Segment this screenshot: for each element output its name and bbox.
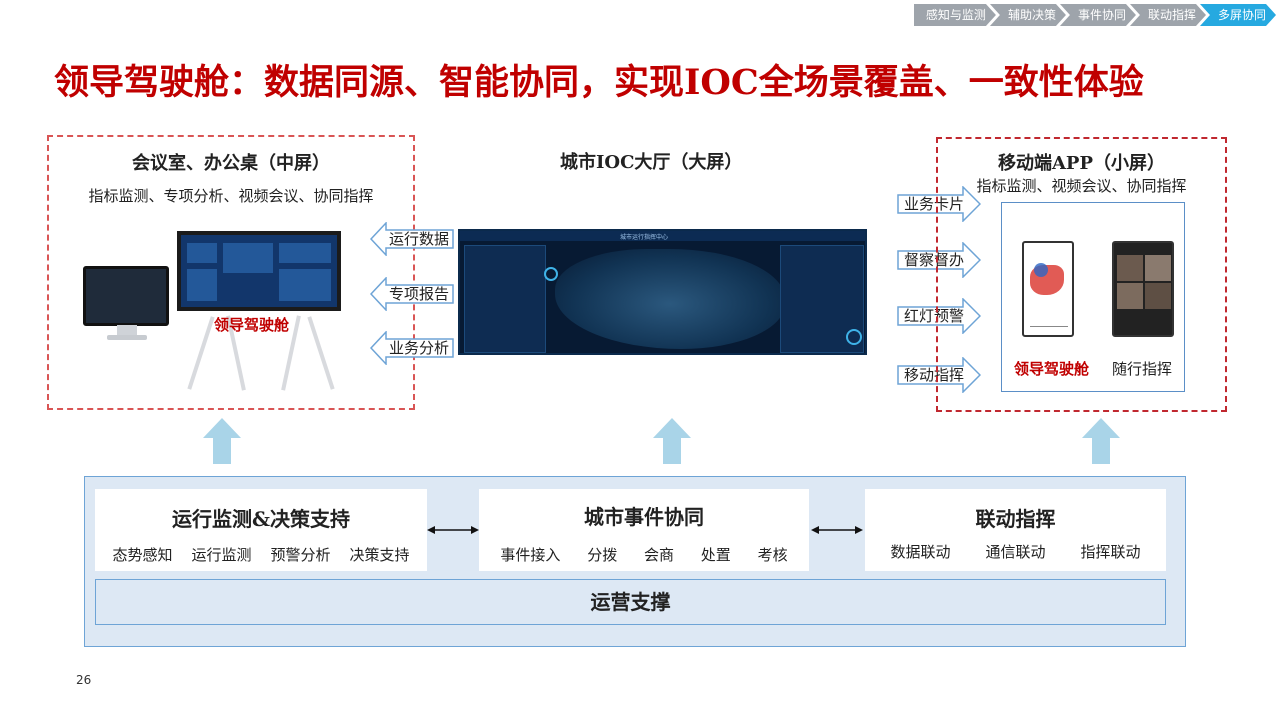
block-linked-command-items: 数据联动 通信联动 指挥联动 — [865, 541, 1166, 562]
panel-mobile-app-subtitle: 指标监测、视频会议、协同指挥 — [976, 177, 1187, 195]
panel-mobile-app: 移动端APP（小屏） 指标监测、视频会议、协同指挥 领导驾驶舱 随行指挥 — [936, 137, 1227, 412]
arrow-business-card: 业务卡片 — [897, 186, 981, 222]
block-event-collaboration-items: 事件接入 分拨 会商 处置 考核 — [479, 544, 809, 565]
item-warning-analysis: 预警分析 — [270, 546, 331, 564]
page-number: 26 — [76, 673, 92, 687]
item-assessment: 考核 — [757, 546, 788, 564]
page-title: 领导驾驶舱：数据同源、智能协同，实现IOC全场景覆盖、一致性体验 — [54, 62, 1144, 103]
phone-video-image — [1112, 241, 1174, 337]
block-monitoring-decision-title: 运行监测&决策支持 — [171, 507, 351, 531]
phone-dashboard-label: 领导驾驶舱 — [1014, 360, 1090, 378]
center-heading: 城市IOC大厅（大屏） — [560, 152, 743, 173]
ioc-map — [555, 249, 785, 349]
breadcrumb: 感知与监测 辅助决策 事件协同 联动指挥 多屏协同 — [920, 4, 1276, 26]
panel-mid-screen-heading: 会议室、办公桌（中屏） — [132, 153, 330, 174]
arrow-run-data-label: 运行数据 — [388, 230, 449, 248]
double-arrow-1 — [427, 526, 479, 534]
panel-mid-screen-subtitle: 指标监测、专项分析、视频会议、协同指挥 — [88, 187, 374, 205]
arrow-business-analysis-label: 业务分析 — [388, 339, 449, 357]
arrow-business-analysis: 业务分析 — [370, 331, 454, 365]
desktop-monitor-image — [83, 266, 169, 326]
block-event-collaboration: 城市事件协同 事件接入 分拨 会商 处置 考核 — [479, 489, 809, 571]
panel-mobile-app-heading: 移动端APP（小屏） — [997, 153, 1166, 174]
operation-support-bar: 运营支撑 — [95, 579, 1166, 625]
up-arrow-right — [1082, 418, 1120, 464]
item-dispatch: 分拨 — [587, 546, 618, 564]
item-consultation: 会商 — [643, 546, 674, 564]
item-command-linkage: 指挥联动 — [1080, 543, 1141, 561]
stand-leg — [187, 316, 215, 390]
arrow-mobile-command: 移动指挥 — [897, 357, 981, 393]
arrow-red-alert: 红灯预警 — [897, 298, 981, 334]
arrow-mobile-command-label: 移动指挥 — [903, 366, 964, 384]
breadcrumb-item-decision[interactable]: 辅助决策 — [990, 4, 1066, 26]
mobile-app-box: 领导驾驶舱 随行指挥 — [1001, 202, 1185, 392]
arrow-supervision-label: 督察督办 — [903, 251, 964, 269]
arrow-business-card-label: 业务卡片 — [903, 195, 964, 213]
up-arrow-left — [203, 418, 241, 464]
double-arrow-2 — [811, 526, 863, 534]
block-linked-command: 联动指挥 数据联动 通信联动 指挥联动 — [865, 489, 1166, 571]
arrow-special-report: 专项报告 — [370, 277, 454, 311]
monitor-stand — [117, 325, 137, 337]
phone-dashboard-image — [1022, 241, 1074, 337]
up-arrow-center — [653, 418, 691, 464]
item-data-linkage: 数据联动 — [890, 543, 951, 561]
mid-screen-display-image — [177, 231, 341, 311]
block-event-collaboration-title: 城市事件协同 — [584, 505, 704, 529]
phone-video-label: 随行指挥 — [1112, 360, 1173, 378]
arrow-red-alert-label: 红灯预警 — [903, 307, 964, 325]
breadcrumb-item-multiscreen[interactable]: 多屏协同 — [1200, 4, 1276, 26]
block-monitoring-decision-items: 态势感知 运行监测 预警分析 决策支持 — [95, 544, 427, 565]
block-linked-command-title: 联动指挥 — [975, 507, 1056, 531]
breadcrumb-item-event[interactable]: 事件协同 — [1060, 4, 1136, 26]
platform-layer: 运行监测&决策支持 态势感知 运行监测 预警分析 决策支持 城市事件协同 事件接… — [84, 476, 1186, 647]
item-handling: 处置 — [700, 546, 731, 564]
monitor-base — [107, 335, 147, 340]
item-run-monitoring: 运行监测 — [191, 546, 252, 564]
item-decision-support: 决策支持 — [349, 546, 410, 564]
ioc-big-screen-image: 城市运行指挥中心 — [458, 229, 867, 355]
item-comm-linkage: 通信联动 — [985, 543, 1046, 561]
mid-screen-label: 领导驾驶舱 — [214, 316, 290, 334]
item-situation-awareness: 态势感知 — [112, 546, 173, 564]
arrow-run-data: 运行数据 — [370, 222, 454, 256]
block-monitoring-decision: 运行监测&决策支持 态势感知 运行监测 预警分析 决策支持 — [95, 489, 427, 571]
breadcrumb-item-command[interactable]: 联动指挥 — [1130, 4, 1206, 26]
arrow-supervision: 督察督办 — [897, 242, 981, 278]
arrow-special-report-label: 专项报告 — [388, 285, 449, 303]
breadcrumb-item-perception[interactable]: 感知与监测 — [914, 4, 996, 26]
panel-mid-screen: 会议室、办公桌（中屏） 指标监测、专项分析、视频会议、协同指挥 领导驾驶舱 — [47, 135, 415, 410]
ioc-screen-title: 城市运行指挥中心 — [620, 234, 669, 241]
stand-leg — [307, 316, 335, 390]
item-event-intake: 事件接入 — [500, 546, 561, 564]
